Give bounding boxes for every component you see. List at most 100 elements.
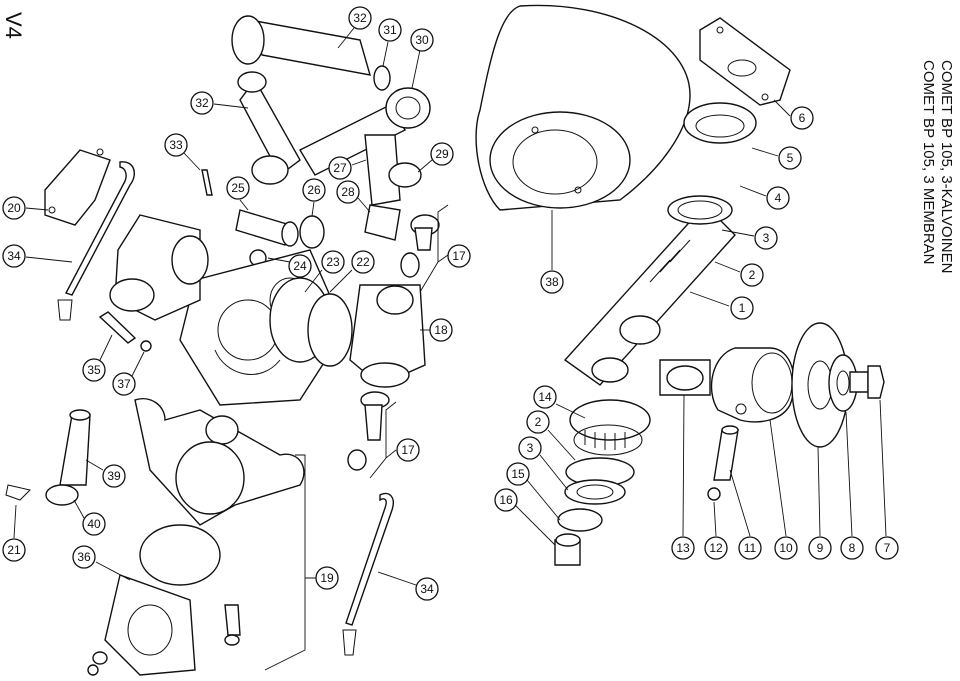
part-27-28-fitting (364, 134, 401, 241)
callout-26: 26 (302, 178, 326, 217)
callout-14: 14 (533, 385, 586, 419)
svg-text:39: 39 (107, 469, 121, 483)
part-7-bolt (849, 365, 885, 399)
svg-text:20: 20 (7, 201, 21, 215)
part-1-shaft (563, 195, 736, 386)
part-32-manifold (231, 15, 431, 185)
title-line-1: COMET BP 105, 3-KALVOINEN (938, 60, 955, 273)
callout-34-left: 34 (2, 244, 73, 268)
svg-text:3: 3 (763, 231, 770, 245)
callout-6: 6 (773, 99, 814, 130)
callout-1: 1 (689, 291, 754, 320)
part-39-40-plunger (45, 409, 91, 506)
svg-text:14: 14 (538, 390, 552, 404)
callout-21: 21 (2, 504, 26, 562)
callout-28: 28 (336, 180, 371, 213)
callout-13: 13 (671, 394, 695, 560)
svg-text:32: 32 (195, 96, 209, 110)
part-17-valves (347, 214, 440, 471)
callout-32-left: 32 (190, 91, 249, 115)
callout-35: 35 (82, 334, 113, 382)
part-21-clip (5, 484, 31, 501)
part-19-lower-head (134, 398, 305, 526)
sheet-label: V4 (1, 12, 26, 39)
svg-text:17: 17 (452, 249, 466, 263)
part-12-ring (707, 487, 721, 501)
callout-40: 40 (73, 499, 106, 536)
svg-text:13: 13 (676, 541, 690, 555)
svg-text:2: 2 (535, 415, 542, 429)
svg-text:3: 3 (527, 441, 534, 455)
callout-3: 3 (721, 226, 778, 250)
callout-3-lower: 3 (518, 436, 569, 491)
part-2-3-seals-lower (564, 457, 635, 505)
callout-31: 31 (378, 18, 402, 67)
svg-text:28: 28 (341, 185, 355, 199)
svg-text:29: 29 (435, 147, 449, 161)
part-34-u-bolt-left (57, 161, 136, 321)
svg-text:8: 8 (849, 541, 856, 555)
callout-9: 9 (808, 446, 832, 560)
svg-text:11: 11 (744, 541, 757, 555)
callout-7: 7 (875, 399, 899, 560)
callout-39: 39 (85, 459, 126, 488)
callout-4: 4 (739, 185, 790, 210)
part-11-pin (713, 425, 739, 481)
callout-10: 10 (769, 419, 798, 560)
part-34-u-bolt-right (342, 492, 394, 656)
svg-text:6: 6 (799, 111, 806, 125)
callout-22: 22 (329, 250, 375, 293)
svg-text:36: 36 (77, 550, 91, 564)
callout-2: 2 (714, 261, 764, 287)
part-14-bearing (569, 399, 651, 456)
callout-30: 30 (410, 28, 434, 89)
svg-text:7: 7 (884, 541, 891, 555)
svg-text:27: 27 (333, 161, 347, 175)
callout-12: 12 (704, 501, 728, 560)
callout-20: 20 (2, 196, 49, 220)
svg-text:38: 38 (545, 275, 559, 289)
part-13-connecting-rod (659, 359, 711, 396)
svg-text:26: 26 (307, 183, 321, 197)
svg-text:23: 23 (326, 255, 340, 269)
title-line-2: COMET BP 105, 3 MEMBRAN (920, 60, 937, 265)
svg-text:18: 18 (434, 323, 448, 337)
part-38-cover (475, 4, 691, 270)
callout-32-upper: 32 (337, 6, 372, 49)
part-35-bolt (98, 311, 137, 344)
callout-8: 8 (840, 411, 864, 560)
callout-17-lower: 17 (369, 401, 420, 479)
svg-text:9: 9 (817, 541, 824, 555)
callout-37: 37 (112, 351, 145, 396)
svg-text:33: 33 (169, 138, 183, 152)
callout-16: 16 (494, 488, 556, 546)
part-15-16-bushing (554, 508, 603, 566)
callout-27: 27 (328, 156, 367, 180)
svg-text:2: 2 (749, 268, 756, 282)
svg-text:15: 15 (511, 467, 525, 481)
callout-36: 36 (72, 545, 131, 581)
svg-text:35: 35 (87, 363, 101, 377)
callout-18: 18 (420, 318, 453, 342)
part-6-plate (699, 17, 791, 106)
svg-text:37: 37 (117, 377, 131, 391)
svg-text:34: 34 (420, 582, 434, 596)
part-small-valve (224, 604, 241, 646)
part-18-head (349, 284, 426, 388)
svg-text:21: 21 (7, 543, 21, 557)
part-5-ring (683, 102, 757, 144)
svg-text:10: 10 (779, 541, 793, 555)
part-22-23-cylinder (269, 277, 353, 367)
callout-2-lower: 2 (526, 410, 576, 461)
svg-text:5: 5 (787, 151, 794, 165)
left-cylinder-head (109, 214, 209, 321)
title-block: COMET BP 105, 3-KALVOINEN COMET BP 105, … (920, 60, 955, 273)
part-36-lower-housing (87, 524, 221, 676)
part-29-fitting (388, 162, 422, 188)
svg-text:12: 12 (709, 541, 723, 555)
callout-38: 38 (540, 270, 564, 294)
callout-24: 24 (267, 254, 312, 278)
svg-text:24: 24 (293, 259, 307, 273)
callout-23: 23 (304, 250, 345, 293)
